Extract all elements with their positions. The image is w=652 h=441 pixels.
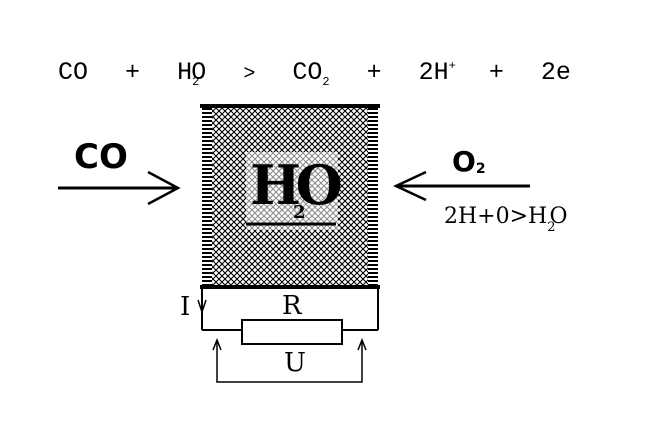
membrane-water-label: H2O — [250, 153, 343, 223]
eq-co2: CO — [292, 58, 323, 87]
eq-plus: + — [488, 58, 504, 87]
eq-plus: + — [125, 58, 141, 87]
eq-h-sup: + — [448, 59, 456, 73]
eq-h: H — [177, 58, 193, 87]
eq-2e: 2e — [540, 58, 571, 87]
eq-co2-sub: 2 — [322, 75, 330, 89]
co-input-arrow — [58, 170, 181, 206]
voltage-lead — [216, 342, 363, 383]
eq-plus: + — [366, 58, 382, 87]
o2-input-arrow — [393, 170, 530, 202]
eq-co: CO — [58, 58, 89, 87]
external-circuit — [197, 288, 379, 383]
eq-2h: 2H — [418, 58, 449, 87]
reaction-equation: CO + H2O > CO2 + 2H+ + 2e — [58, 58, 571, 88]
eq-o: O — [191, 58, 207, 87]
current-label: I — [180, 292, 191, 322]
right-electrode — [368, 106, 378, 288]
eq-arrow: > — [243, 63, 256, 86]
current-arrow — [197, 299, 207, 315]
resistor-label: R — [282, 291, 302, 321]
left-electrode — [202, 106, 212, 288]
co-input-label: CO — [74, 137, 128, 177]
eq-h-sub: 2 — [192, 75, 200, 89]
resistor — [241, 319, 343, 345]
o2-input-label: O2 — [452, 145, 486, 178]
voltage-label: U — [284, 348, 306, 378]
water-formation-reaction: 2H+0>H2O — [444, 204, 568, 235]
